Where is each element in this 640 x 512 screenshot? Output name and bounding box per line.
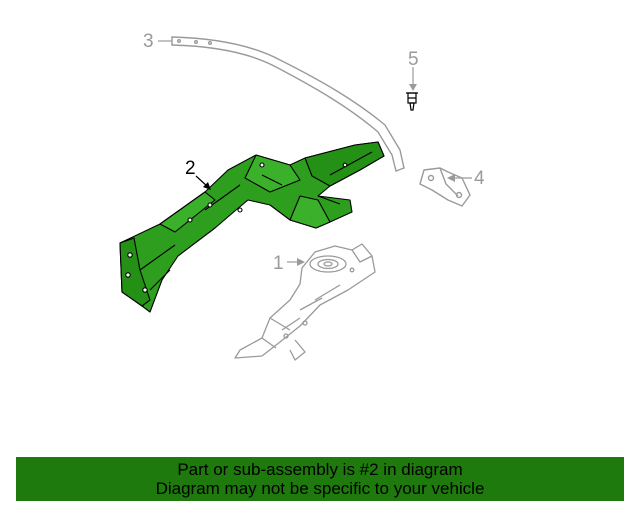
leader-arrow-4 [447,174,455,182]
leader-arrow-5 [409,84,417,91]
callout-3: 3 [143,31,154,52]
part-4-bracket[interactable] [419,167,471,207]
callout-5: 5 [408,49,419,70]
leader-arrow-2 [203,182,211,190]
callout-2: 2 [185,158,196,179]
part-1-shock-tower-apron[interactable] [234,243,376,361]
banner-line-part-number: Part or sub-assembly is #2 in diagram [177,460,463,479]
callout-1: 1 [273,253,284,274]
leader-arrow-1 [297,258,305,266]
part-2-front-side-rail[interactable] [119,141,385,313]
info-banner: Part or sub-assembly is #2 in diagram Di… [16,457,624,501]
banner-line-disclaimer: Diagram may not be specific to your vehi… [155,479,485,498]
part-3-upper-rail[interactable] [171,36,405,172]
part-5-bolt[interactable] [406,92,418,111]
parts-diagram [119,36,472,361]
callout-4: 4 [474,168,485,189]
